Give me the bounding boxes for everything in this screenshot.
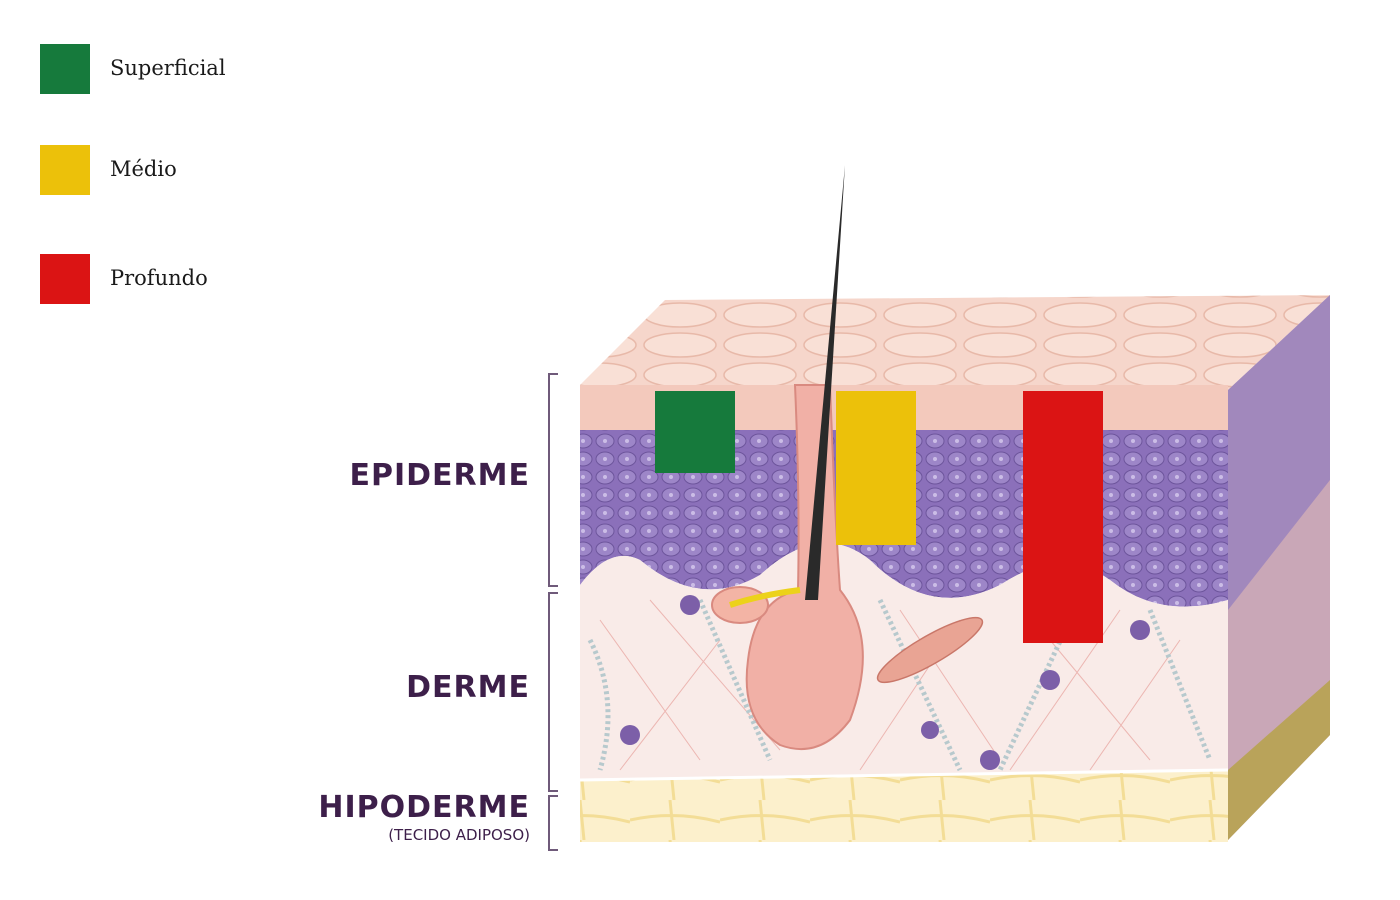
hair-follicle	[745, 384, 864, 751]
arrector-pili-muscle	[876, 616, 984, 684]
legend-swatch-superficial	[40, 44, 90, 94]
depth-bar-medio	[836, 391, 916, 545]
depth-bar-superficial	[655, 391, 735, 473]
legend-swatch-medio	[40, 145, 90, 195]
legend-item-superficial: Superficial	[40, 44, 340, 96]
skin-surface	[580, 295, 1330, 390]
bracket-hipoderme	[548, 795, 558, 851]
depth-bar-profundo	[1023, 391, 1103, 643]
label-derme: DERME	[406, 670, 530, 705]
hypodermis-layer	[580, 770, 1228, 842]
legend-item-profundo: Profundo	[40, 254, 340, 306]
legend-label-superficial: Superficial	[110, 56, 226, 80]
legend-swatch-profundo	[40, 254, 90, 304]
bracket-derme	[548, 592, 558, 792]
legend-label-profundo: Profundo	[110, 266, 208, 290]
legend: Superficial Médio Profundo	[40, 0, 340, 320]
label-hipoderme-sub: (TECIDO ADIPOSO)	[388, 826, 530, 844]
legend-item-medio: Médio	[40, 145, 340, 197]
bracket-epiderme	[548, 373, 558, 587]
legend-label-medio: Médio	[110, 157, 177, 181]
label-hipoderme: HIPODERME	[318, 790, 530, 825]
hair-shaft	[805, 165, 845, 600]
label-epiderme: EPIDERME	[349, 458, 530, 493]
